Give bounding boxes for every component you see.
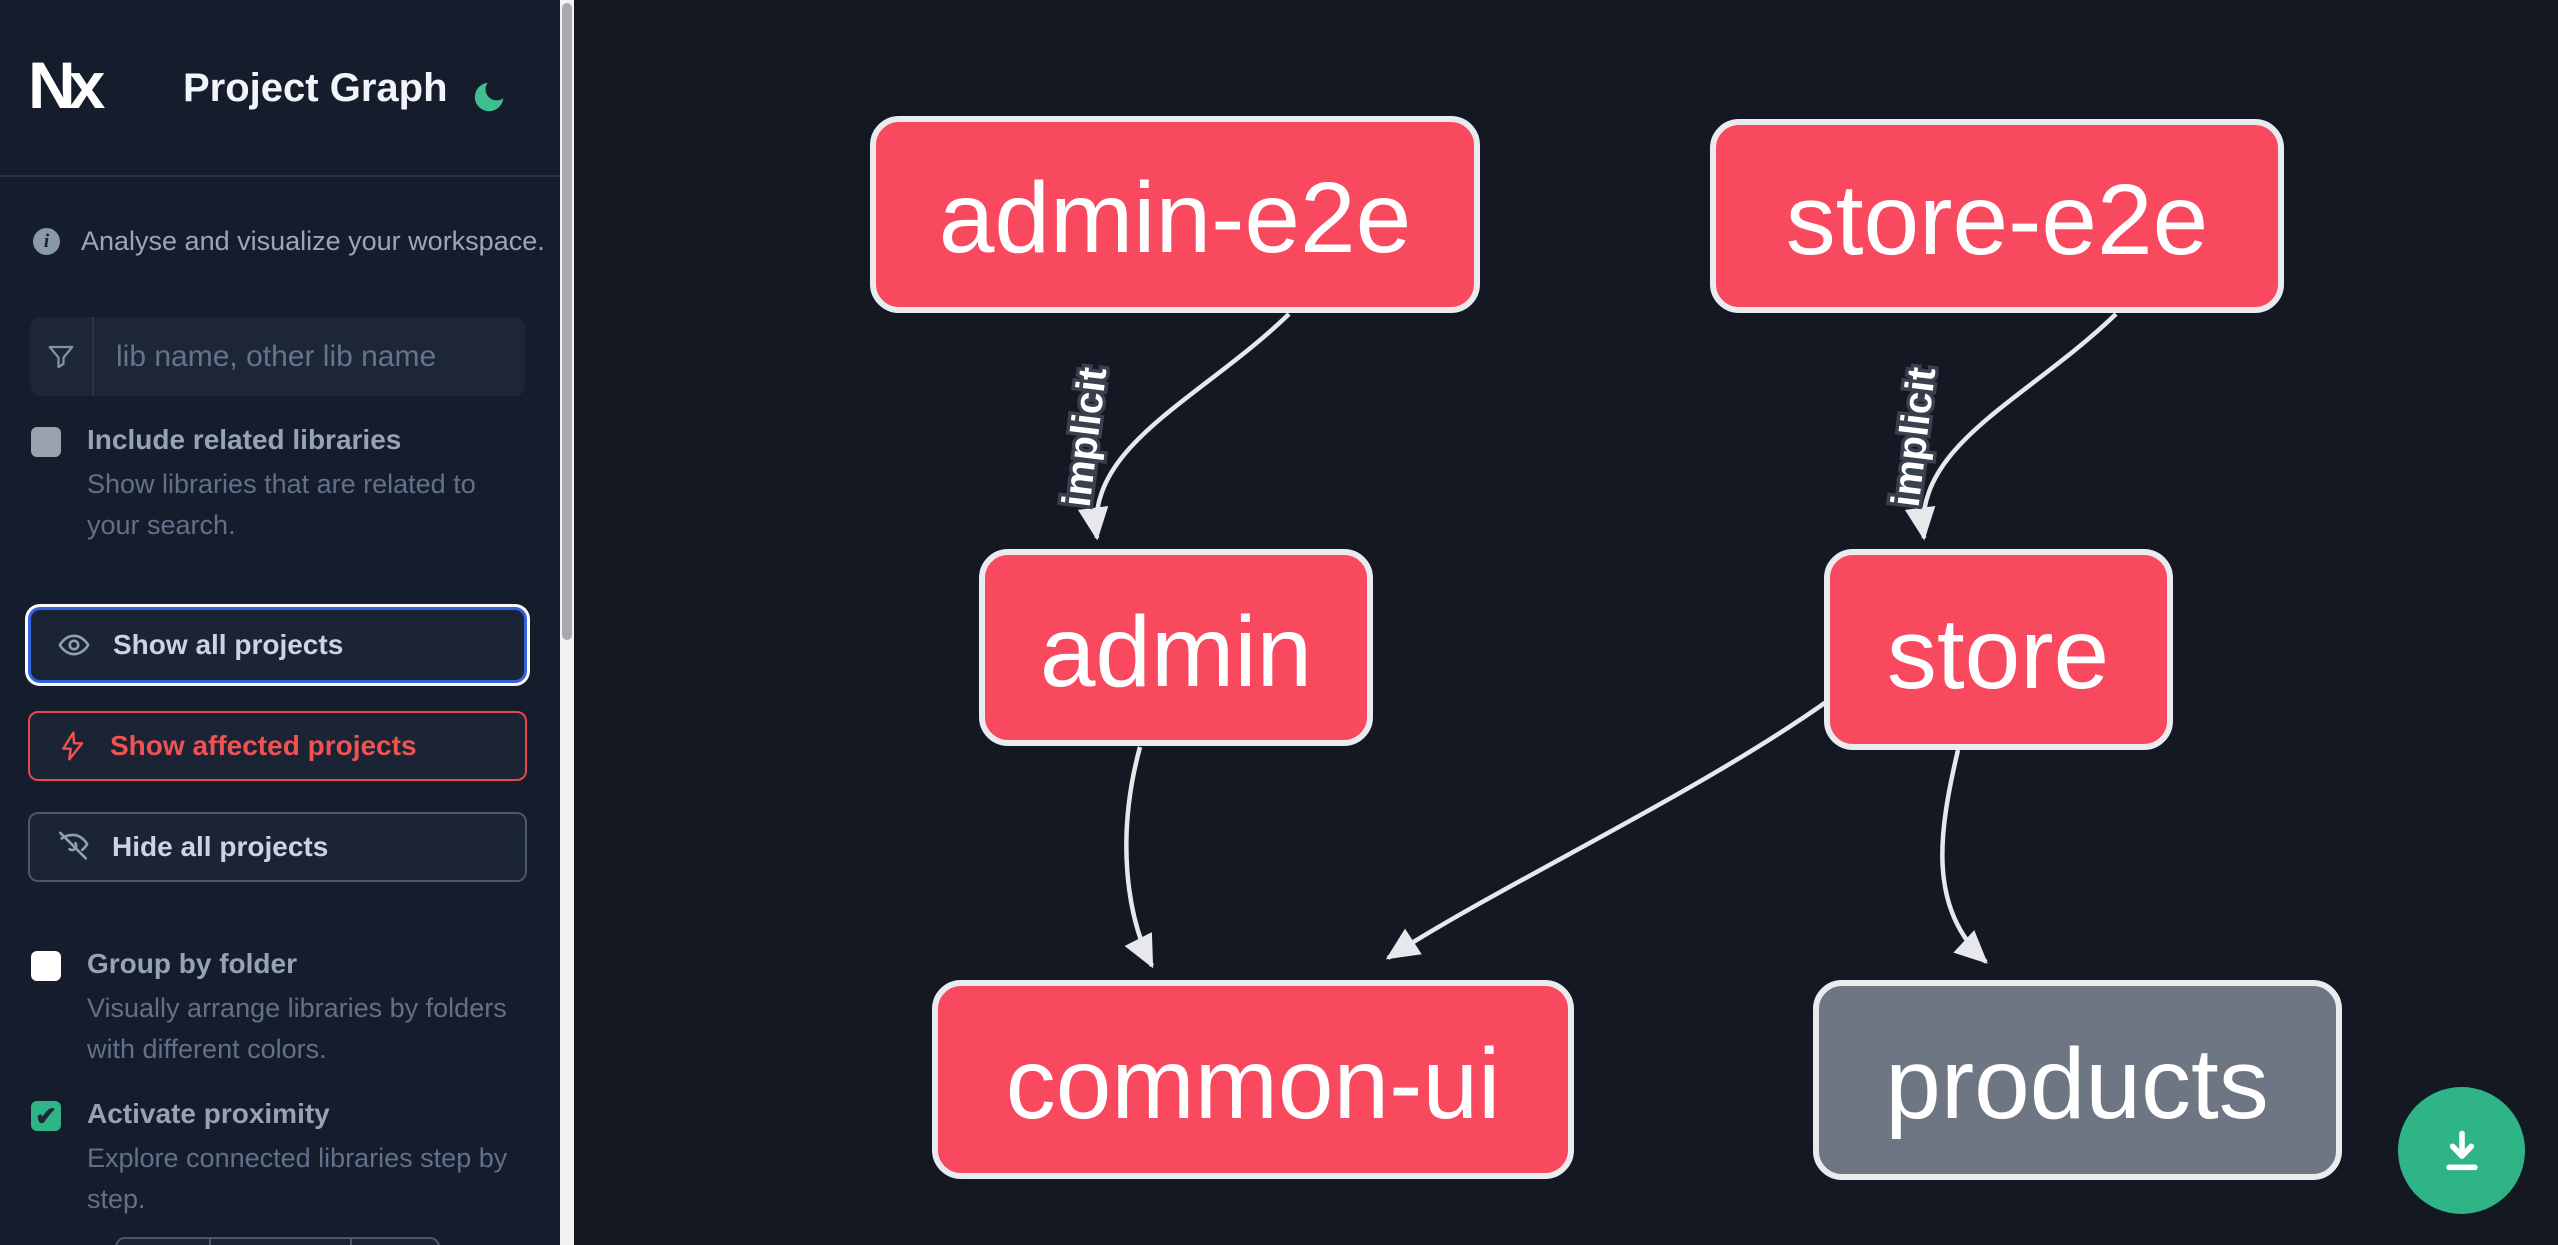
option-label: Include related libraries <box>87 424 402 455</box>
checkbox-activate-proximity[interactable]: ✔ <box>31 1101 61 1131</box>
option-label: Group by folder <box>87 948 297 979</box>
node-label: products <box>1885 1028 2269 1140</box>
option-description: Visually arrange libraries by folders wi… <box>87 993 507 1064</box>
edge-label-implicit: implicit <box>1884 365 1945 509</box>
node-label: common-ui <box>1006 1028 1501 1140</box>
button-label: Show affected projects <box>110 730 417 761</box>
header-divider <box>0 175 560 177</box>
show-all-projects-button[interactable]: Show all projects <box>28 607 527 683</box>
option-label: Activate proximity <box>87 1098 330 1129</box>
edge-admin-common-ui <box>1124 746 1155 969</box>
edge-admin-e2e-admin <box>1077 312 1291 541</box>
page-title: Project Graph <box>183 66 448 110</box>
edge-store-products <box>1940 749 1988 964</box>
node-label: admin-e2e <box>939 162 1412 274</box>
node-label: admin <box>1040 596 1312 708</box>
download-image-button[interactable] <box>2398 1087 2525 1214</box>
graph-node-admin-e2e[interactable]: admin-e2e <box>870 116 1480 313</box>
graph-node-store[interactable]: store <box>1824 549 2173 750</box>
graph-node-store-e2e[interactable]: store-e2e <box>1710 119 2284 313</box>
option-description: Explore connected libraries step by step… <box>87 1143 508 1214</box>
option-description: Show libraries that are related to your … <box>87 469 476 540</box>
option-group-by-folder: Group by folder Visually arrange librari… <box>31 948 507 1070</box>
node-label: store <box>1887 598 2109 710</box>
search-box <box>30 317 525 396</box>
bolt-icon <box>62 731 84 761</box>
nx-logo: Nx <box>28 48 105 122</box>
checkbox-include-related[interactable] <box>31 427 61 457</box>
show-affected-projects-button[interactable]: Show affected projects <box>28 711 527 781</box>
option-include-related: Include related libraries Show libraries… <box>31 424 501 546</box>
moon-icon <box>474 82 504 112</box>
workspace-description: Analyse and visualize your workspace. <box>81 226 545 256</box>
checkbox-group-by-folder[interactable] <box>31 951 61 981</box>
sidebar-scrollbar-thumb[interactable] <box>562 3 572 640</box>
button-label: Show all projects <box>113 629 344 660</box>
proximity-stepper[interactable] <box>115 1237 440 1245</box>
eye-off-icon <box>58 831 89 860</box>
search-input[interactable] <box>94 317 525 396</box>
button-label: Hide all projects <box>112 831 329 862</box>
graph-node-common-ui[interactable]: common-ui <box>932 980 1574 1179</box>
eye-icon <box>58 634 90 656</box>
edge-store-common-ui <box>1385 698 1831 960</box>
edge-store-e2e-store <box>1904 312 2118 541</box>
sidebar: Nx Project Graph i Analyse and visualize… <box>0 0 560 1245</box>
info-icon: i <box>33 228 60 255</box>
check-icon: ✔ <box>35 1100 57 1131</box>
option-activate-proximity: ✔ Activate proximity Explore connected l… <box>31 1098 507 1220</box>
hide-all-projects-button[interactable]: Hide all projects <box>28 812 527 882</box>
graph-node-products[interactable]: products <box>1813 980 2342 1180</box>
node-label: store-e2e <box>1786 164 2208 276</box>
sidebar-scrollbar-track <box>560 0 574 1245</box>
graph-node-admin[interactable]: admin <box>979 549 1373 746</box>
theme-toggle[interactable] <box>470 78 508 116</box>
download-icon <box>2445 1130 2478 1170</box>
filter-icon <box>30 317 94 396</box>
